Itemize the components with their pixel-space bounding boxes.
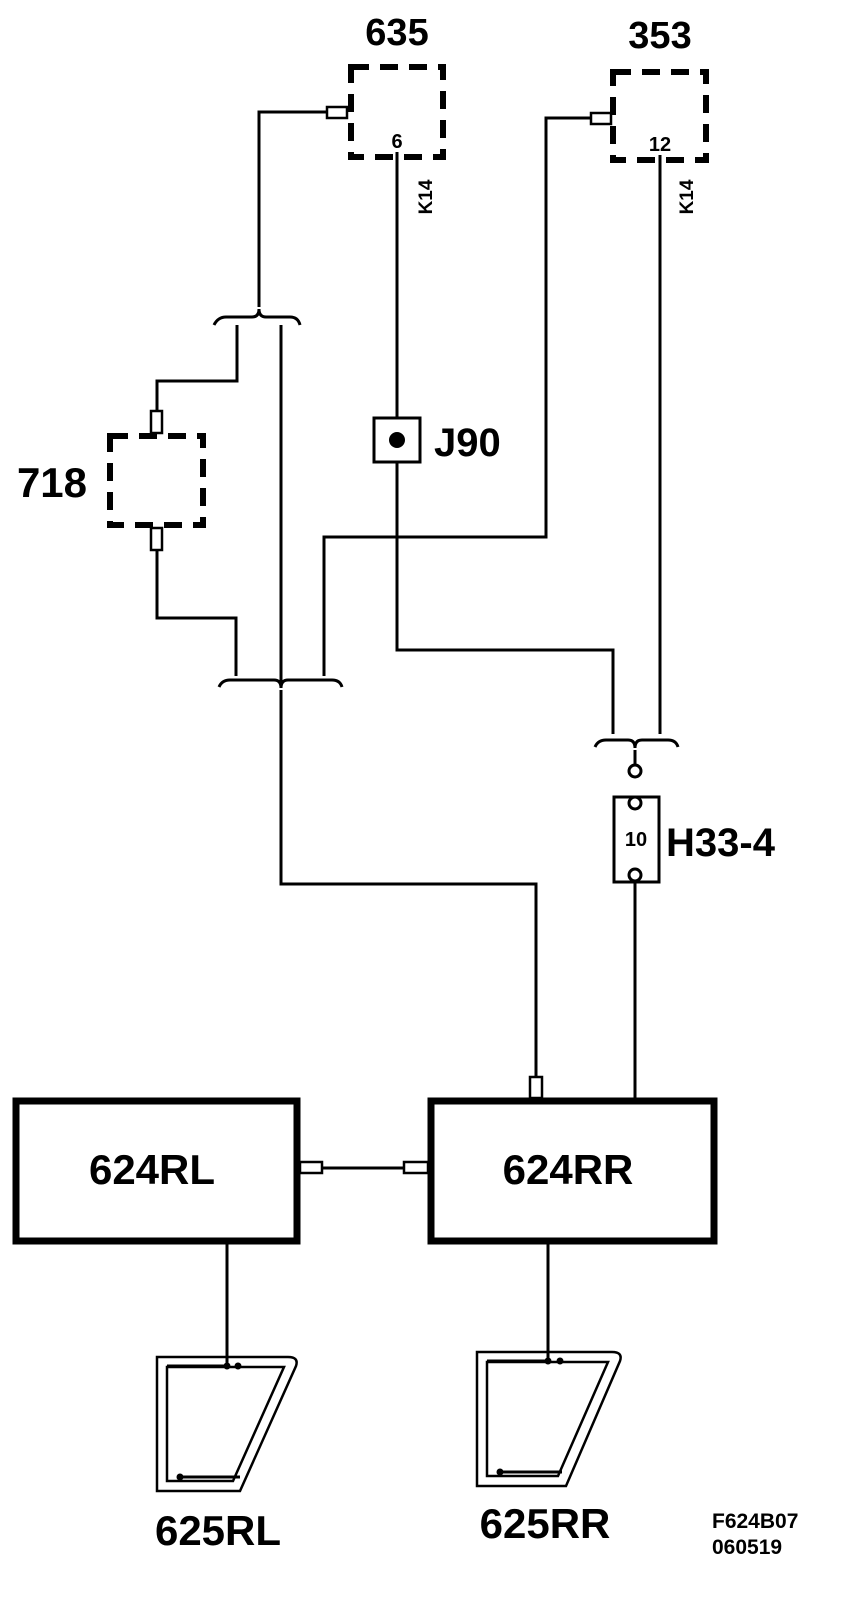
component-718-label: 718 xyxy=(17,459,87,506)
j90-splice: J90 xyxy=(372,416,501,465)
mirror-625rr: 625RR xyxy=(475,1350,622,1547)
component-353-pin-label: 12 xyxy=(649,134,671,156)
h33-label: H33-4 xyxy=(666,821,776,865)
wire-k14-label: K14 xyxy=(416,179,437,214)
connector-pin xyxy=(149,526,164,552)
component-718: 718 xyxy=(17,409,206,552)
mirror-625rl-label: 625RL xyxy=(155,1507,281,1554)
connector-pin xyxy=(298,1160,324,1175)
module-624rl-label: 624RL xyxy=(89,1146,215,1193)
footer: F624B07 060519 xyxy=(712,1510,798,1559)
component-353-label: 353 xyxy=(628,15,691,57)
component-635-pin-label: 6 xyxy=(391,131,402,153)
component-635-label: 635 xyxy=(365,12,428,54)
drawing-date: 060519 xyxy=(712,1536,782,1559)
drawing-code: F624B07 xyxy=(712,1510,798,1533)
module-624rr: 624RR xyxy=(402,1075,718,1245)
component-353: 353 12 K14 xyxy=(589,15,709,214)
mirror-625rr-label: 625RR xyxy=(480,1500,611,1547)
connector-pin xyxy=(528,1075,544,1100)
mirror-625rl: 625RL xyxy=(155,1355,298,1554)
connector-pin xyxy=(402,1160,430,1175)
connector-pin xyxy=(589,111,613,126)
splice-dot-icon xyxy=(389,432,405,448)
j90-label: J90 xyxy=(434,421,501,465)
wiring xyxy=(155,110,680,1365)
connector-pin xyxy=(325,105,349,120)
wire-k14-label: K14 xyxy=(677,179,698,214)
h33-pin-label: 10 xyxy=(625,829,647,851)
h33-connector: 10 H33-4 xyxy=(612,763,776,884)
module-624rl: 624RL xyxy=(12,1097,324,1245)
connector-pin xyxy=(149,409,164,435)
component-635: 635 6 K14 xyxy=(325,12,446,214)
module-624rr-label: 624RR xyxy=(503,1146,634,1193)
